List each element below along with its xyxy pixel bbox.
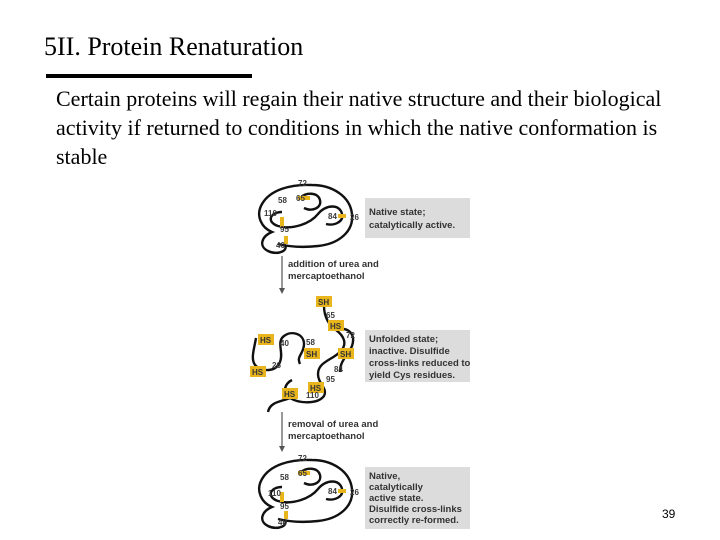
unfolded-state-caption-line: inactive. Disulfide (369, 346, 450, 357)
residue-label: 26 (272, 361, 281, 370)
sh-tag-label: HS (260, 336, 272, 345)
step1-label-line: mercaptoethanol (288, 271, 365, 282)
residue-label: 40 (278, 518, 287, 527)
residue-label: 84 (328, 487, 337, 496)
sh-tag-label: SH (318, 298, 329, 307)
sh-tag-label: SH (340, 350, 351, 359)
residue-label: 65 (326, 311, 335, 320)
disulfide-bond (284, 236, 288, 244)
sh-tag (316, 296, 332, 307)
renatured-state-structure: 72 65 58 110 84 26 95 40 (258, 454, 359, 530)
residue-label: 26 (350, 488, 359, 497)
native-chain (258, 183, 354, 255)
step1-label-line: addition of urea and (288, 259, 379, 270)
disulfide-bond (338, 489, 346, 493)
residue-label: 110 (306, 391, 319, 400)
residue-label: 40 (280, 339, 289, 348)
disulfide-bond (280, 217, 284, 227)
residue-label: 95 (280, 502, 289, 511)
title-underline (46, 74, 252, 78)
residue-label: 58 (306, 338, 315, 347)
residue-label: 84 (328, 212, 337, 221)
renatured-chain (258, 458, 354, 530)
residue-label: 58 (280, 473, 289, 482)
unfolded-state-caption-line: Unfolded state; (369, 334, 438, 345)
residue-label: 58 (278, 196, 287, 205)
renatured-state-caption-line: Native, (369, 471, 400, 482)
residue-label: 65 (296, 194, 305, 203)
residue-label: 72 (346, 331, 355, 340)
renatured-state-caption-line: Disulfide cross-links (369, 504, 462, 515)
residue-label: 72 (298, 179, 307, 188)
residue-label: 110 (268, 489, 281, 498)
renatured-state-caption-line: catalytically (369, 482, 424, 493)
slide-title: 5II. Protein Renaturation (44, 32, 304, 61)
native-state-caption-line: Native state; (369, 207, 426, 218)
renatured-state-caption-line: correctly re-formed. (369, 515, 459, 526)
sh-tag-label: HS (284, 390, 296, 399)
page-number: 39 (662, 507, 676, 521)
disulfide-bond (338, 214, 346, 218)
slide-body-text: Certain proteins will regain their nativ… (56, 86, 662, 169)
native-state-structure: 72 58 65 110 84 26 95 40 (258, 179, 359, 255)
sh-tag (304, 348, 320, 359)
step2-label-line: mercaptoethanol (288, 431, 365, 442)
residue-label: 65 (298, 469, 307, 478)
unfolded-state-caption-line: yield Cys residues. (369, 370, 455, 381)
disulfide-bond (280, 492, 284, 502)
sh-tag-label: HS (310, 384, 322, 393)
sh-tag (258, 334, 274, 345)
sh-tag-label: SH (306, 350, 317, 359)
unfolded-state-structure: SH HS HS SH SH HS HS HS 65 72 40 58 26 8… (250, 296, 355, 413)
arrow-head-icon (279, 446, 285, 452)
unfolded-chain (251, 305, 355, 413)
sh-tag (250, 366, 266, 377)
renatured-state-caption-box (365, 467, 470, 529)
residue-label: 95 (280, 225, 289, 234)
sh-tag (308, 382, 324, 393)
arrow-head-icon (279, 288, 285, 294)
sh-tag (338, 348, 354, 359)
step2-label-line: removal of urea and (288, 419, 378, 430)
sh-tag-label: HS (330, 322, 342, 331)
residue-label: 40 (276, 241, 285, 250)
residue-label: 72 (298, 454, 307, 463)
sh-tag (282, 388, 298, 399)
native-state-caption-box (365, 198, 470, 238)
native-state-caption-line: catalytically active. (369, 220, 455, 231)
residue-label: 95 (326, 375, 335, 384)
renatured-state-caption-line: active state. (369, 493, 423, 504)
sh-tag (328, 320, 344, 331)
residue-label: 26 (350, 213, 359, 222)
sh-tag-label: HS (252, 368, 264, 377)
residue-label: 110 (264, 209, 277, 218)
disulfide-bond (284, 511, 288, 519)
residue-label: 84 (334, 365, 343, 374)
disulfide-bond (298, 471, 310, 475)
disulfide-bond (298, 196, 310, 200)
unfolded-state-caption-line: cross-links reduced to (369, 358, 471, 369)
unfolded-state-caption-box (365, 330, 470, 382)
